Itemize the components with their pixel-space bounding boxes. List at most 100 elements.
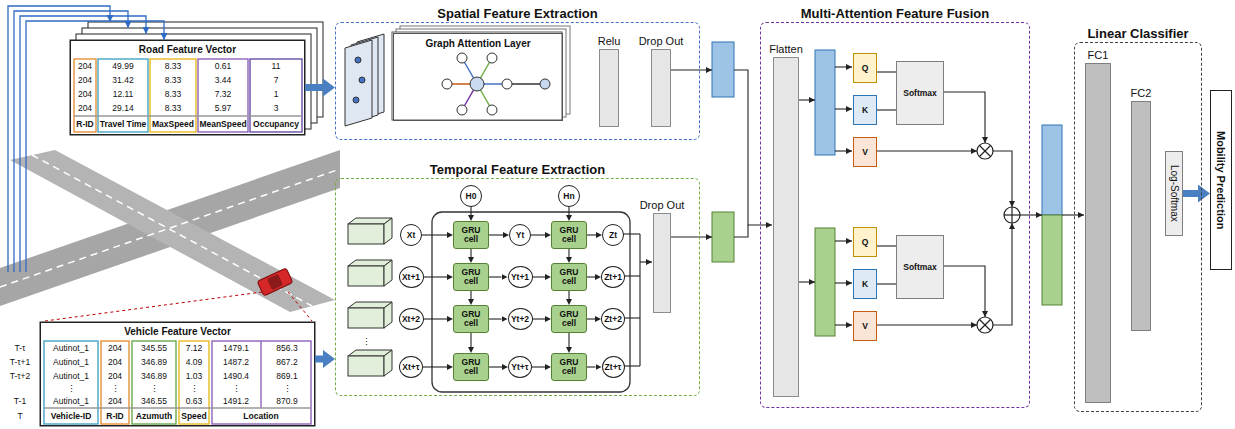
table-cell: ⋮: [111, 385, 120, 394]
attention-graph: [487, 105, 497, 115]
connector-arrow: [470, 333, 471, 347]
value-box: V: [853, 137, 877, 167]
table-cell: ⋮: [150, 385, 159, 394]
attention-graph: [400, 26, 570, 114]
data-line: [993, 151, 1012, 207]
table-cell: 8.33: [165, 62, 182, 71]
node-label: FC2: [1131, 87, 1152, 99]
layer-bar: Drop Out: [653, 213, 671, 313]
time-step: T-τ+1: [10, 358, 31, 367]
vehicle-car: [267, 274, 283, 290]
column-header: R-ID: [76, 120, 93, 129]
table-cell: 204: [108, 358, 122, 367]
table-cell: Autinot_1: [53, 358, 89, 367]
table-column: [150, 59, 196, 132]
state-circle: Hn: [558, 185, 580, 207]
table-cell: 204: [78, 90, 92, 99]
data-line: [835, 240, 852, 241]
attention-graph: [477, 84, 492, 110]
node-label: GRU cell: [459, 226, 483, 244]
attention-graph: [470, 77, 484, 91]
sequence-slice: [348, 350, 392, 356]
gru-cell: GRU cell: [453, 221, 489, 249]
node-label: Q: [862, 64, 869, 73]
output-box: Mobility Prediction: [1210, 90, 1232, 270]
vehicle-car: [257, 268, 293, 296]
gru-cell: GRU cell: [551, 263, 587, 291]
softmax-box: Log-Softmax: [1165, 151, 1183, 236]
data-line: [835, 108, 852, 109]
connector-arrow: [587, 318, 595, 319]
column-header: MeanSpeed: [199, 120, 246, 129]
gru-frame: [432, 212, 630, 392]
operator-symbol: [1011, 207, 1012, 223]
graph-input-layers: [359, 77, 365, 83]
column-header: Azumuth: [136, 412, 172, 421]
node-label: Yt+τ: [511, 363, 528, 372]
table-cell: ⋮: [67, 385, 76, 394]
column-header: R-ID: [106, 412, 123, 421]
road-illustration: [0, 169, 340, 287]
table-cell: 5.97: [215, 104, 232, 113]
attention-graph: [447, 83, 477, 85]
table-column: [260, 341, 261, 408]
table-cell: 204: [108, 372, 122, 381]
hidden-circle: Yt+2: [508, 308, 533, 330]
table-cell: 1: [274, 90, 279, 99]
graph-input-layers: [351, 37, 378, 123]
feedback-line: [14, 11, 128, 272]
node-label: Xt: [407, 231, 416, 240]
table-column: [198, 59, 248, 132]
table-column: [44, 341, 98, 424]
connector-arrow: [1183, 190, 1198, 197]
table-column: [44, 59, 311, 424]
attention-graph: [392, 26, 570, 120]
query-box: Q: [853, 53, 877, 83]
softmax-box: Softmax: [896, 235, 944, 299]
node-label: Softmax: [903, 263, 937, 272]
sequence-slice: [348, 218, 392, 376]
table-column: [212, 341, 311, 424]
sequence-slice: [384, 350, 392, 376]
node-label: Xt+τ: [402, 363, 419, 372]
sequence-slice: [348, 302, 392, 308]
sequence-slice: [348, 266, 384, 286]
table-column: [179, 341, 209, 424]
connector-arrow: [533, 276, 546, 277]
card-stack: [40, 322, 315, 426]
connector-arrow: [532, 366, 545, 367]
node-label: Yt+1: [511, 273, 529, 282]
attention-graph: [396, 29, 566, 117]
table-cell: 869.1: [276, 372, 297, 381]
time-step: T-τ+2: [10, 372, 31, 381]
sequence-slice: [348, 356, 384, 376]
node-label: GRU cell: [557, 358, 581, 376]
attention-graph: [507, 83, 540, 85]
module-region: Multi-Attention Feature FusionFlattenQKV…: [760, 22, 1030, 408]
node-label: Q: [862, 238, 869, 247]
graph-input-layers: [357, 34, 384, 120]
sequence-slice: [384, 302, 392, 328]
data-line: [835, 66, 852, 67]
column-header: Travel Time: [100, 120, 147, 129]
connector-arrow: [315, 356, 323, 363]
feedback-line: [26, 21, 164, 272]
node-label: FC1: [1088, 49, 1109, 61]
data-line: [835, 150, 852, 151]
connector-arrow: [489, 318, 502, 319]
layer-bar: Relu: [599, 49, 619, 127]
hidden-circle: Yt+1: [508, 266, 533, 288]
node-label: GRU cell: [557, 226, 581, 244]
connector-arrow: [470, 291, 471, 299]
node-label: Log-Softmax: [1169, 165, 1180, 222]
card-stack: [82, 28, 317, 123]
table-cell: 1479.1: [223, 344, 249, 353]
table-cell: 12.11: [113, 90, 134, 99]
region-title: Spatial Feature Extraction: [437, 6, 597, 21]
ellipsis: ⋮: [362, 338, 371, 347]
feedback-line: [20, 16, 146, 272]
table-column: [98, 59, 148, 132]
card-stack: [88, 22, 323, 117]
table-cell: ⋮: [283, 385, 292, 394]
node-label: V: [862, 322, 868, 331]
